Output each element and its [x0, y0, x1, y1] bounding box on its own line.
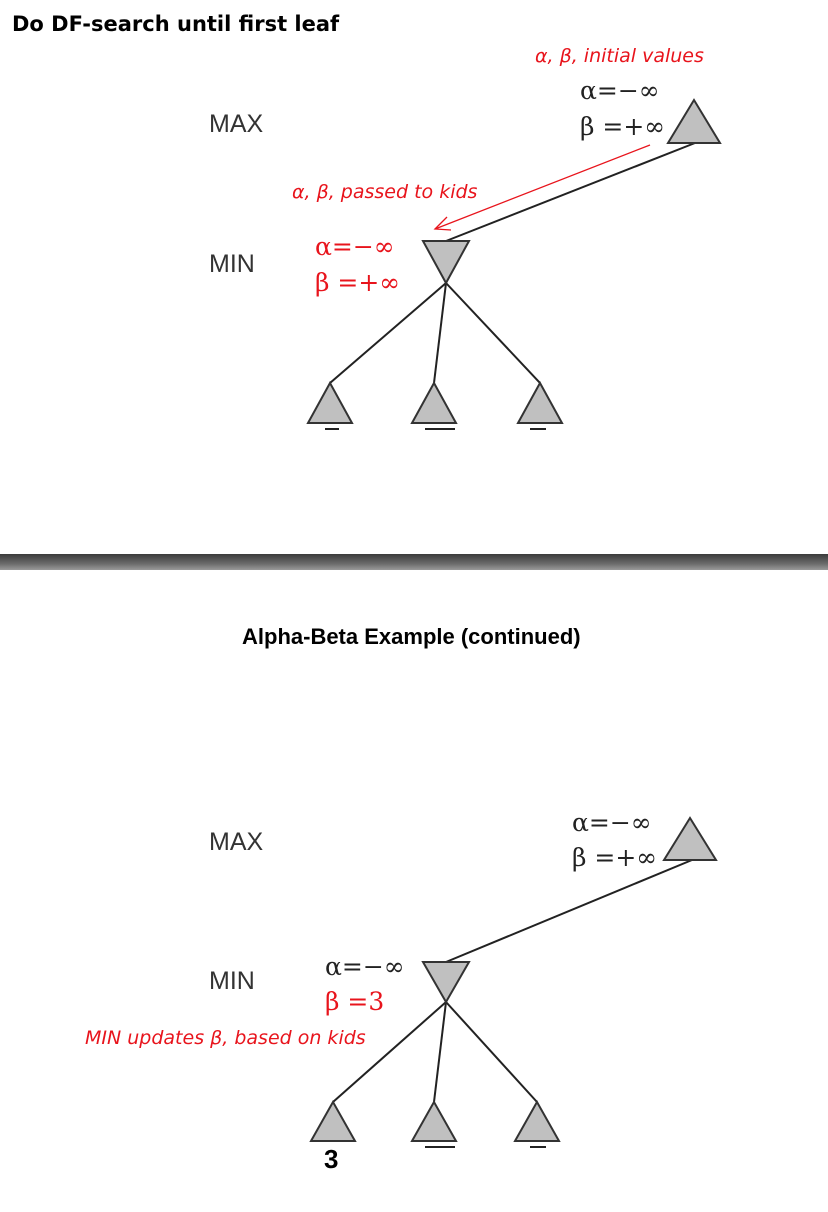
panel1-min-node [421, 240, 471, 286]
panel1-note-initial: α, β, initial values [535, 45, 704, 67]
panel2-note-updates: MIN updates β, based on kids [85, 1027, 366, 1049]
panel1-pass-arrow [434, 144, 651, 230]
panel2-leaf-left-value: 3 [324, 1144, 339, 1174]
panel1-leaf-right [516, 380, 564, 424]
panel2-edge-max-min [445, 859, 693, 963]
panel2-max-label: MAX [209, 828, 264, 856]
panel2-min-label: MIN [209, 967, 255, 995]
panel1-note-passed: α, β, passed to kids [292, 181, 478, 203]
panel1-max-alpha: α=−∞ [580, 76, 660, 105]
panel1-edge-max-min [445, 142, 696, 242]
panel1-leaf-left [306, 380, 354, 424]
slide-divider [0, 554, 828, 570]
panel2-max-beta: β =+∞ [572, 843, 658, 872]
panel1-max-node [666, 98, 722, 144]
panel2-max-node [662, 816, 718, 861]
panel1-max-beta: β =+∞ [580, 112, 666, 141]
panel2-min-alpha: α=−∞ [325, 952, 405, 981]
panel1-pass-arrowhead [433, 216, 452, 231]
panel1-leaf-mid [410, 380, 458, 424]
panel1-tree [306, 98, 722, 430]
panel2-min-beta: β =3 [325, 987, 385, 1016]
panel1-heading: Do DF-search until first leaf [12, 12, 340, 36]
panel2-leaf-left [309, 1099, 357, 1142]
panel2-heading: Alpha-Beta Example (continued) [242, 624, 581, 649]
panel2-edge-min-right [445, 1001, 538, 1103]
panel2-min-node [421, 961, 471, 1005]
panel1-edge-min-right [445, 282, 541, 384]
panel2-edge-min-mid [433, 1001, 447, 1103]
panel1-min-label: MIN [209, 250, 255, 278]
panel2-leaf-right [513, 1099, 561, 1142]
panel1-edge-min-mid [433, 282, 447, 384]
panel1-min-beta: β =+∞ [315, 268, 401, 297]
panel1-edge-min-left [329, 282, 447, 384]
panel2-leaf-mid [410, 1099, 458, 1142]
panel1-min-alpha: α=−∞ [315, 232, 395, 261]
panel2-max-alpha: α=−∞ [572, 808, 652, 837]
panel1-max-label: MAX [209, 110, 264, 138]
panel2-edge-min-left [332, 1001, 447, 1103]
